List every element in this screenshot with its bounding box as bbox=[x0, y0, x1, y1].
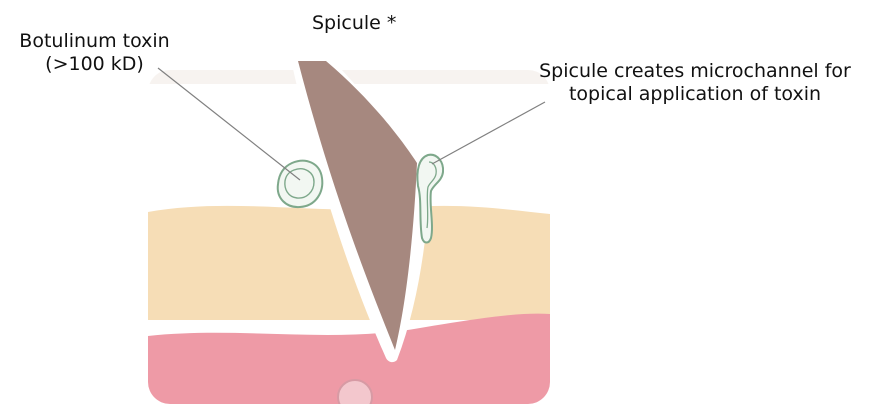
spicule-label: Spicule * bbox=[312, 12, 396, 35]
botulinum-toxin-label: Botulinum toxin (>100 kD) bbox=[12, 30, 177, 76]
microchannel-label: Spicule creates microchannel for topical… bbox=[520, 60, 870, 106]
botulinum-toxin-label-line1: Botulinum toxin bbox=[12, 30, 177, 53]
vessel-circle-icon bbox=[338, 380, 372, 404]
microchannel-label-line2: topical application of toxin bbox=[520, 83, 870, 106]
botulinum-toxin-label-line2: (>100 kD) bbox=[12, 53, 177, 76]
microchannel-label-line1: Spicule creates microchannel for bbox=[520, 60, 870, 83]
